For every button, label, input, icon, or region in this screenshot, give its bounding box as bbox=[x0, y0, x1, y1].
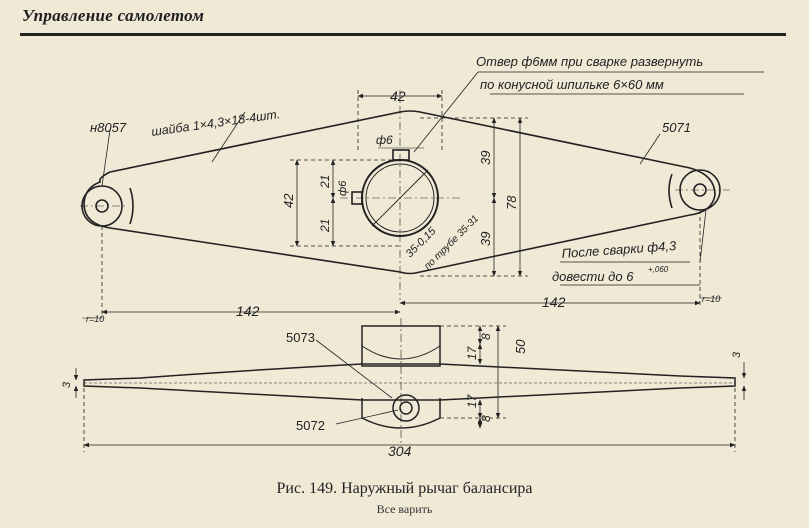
bottom-hole-outer bbox=[392, 394, 420, 422]
label-washer: шайба 1×4,3×18-4шт. bbox=[150, 107, 280, 139]
label-weld-note-1: После сварки ф4,3 bbox=[561, 238, 677, 261]
label-weld-tol: +,060 bbox=[648, 265, 669, 274]
dim-3-left: 3 bbox=[61, 381, 73, 388]
dim-phi6-left: ф6 bbox=[337, 180, 349, 196]
section-header: Управление самолетом bbox=[22, 6, 205, 25]
label-part-5071: 5071 bbox=[662, 120, 691, 135]
dim-39-lower: 39 bbox=[478, 232, 493, 246]
side-plate bbox=[83, 363, 736, 401]
dim-17-top: 17 bbox=[465, 345, 479, 360]
label-part-h8057: н8057 bbox=[90, 120, 127, 135]
drawing-labels: н8057 шайба 1×4,3×18-4шт. 5071 Отвер ф6м… bbox=[61, 54, 743, 459]
dim-r10-right: r=10 bbox=[702, 294, 720, 304]
dim-50: 50 bbox=[513, 339, 528, 354]
central-tube-inner bbox=[365, 163, 435, 233]
dim-3-right: 3 bbox=[731, 351, 743, 358]
lever-top-view bbox=[80, 90, 730, 300]
right-weld-arc bbox=[668, 173, 673, 209]
tube-boss-bottom bbox=[361, 398, 441, 429]
lever-side-view bbox=[83, 318, 736, 446]
dim-39-upper: 39 bbox=[478, 151, 493, 165]
dim-78: 78 bbox=[504, 195, 519, 210]
top-view-dimensions bbox=[82, 71, 764, 319]
dim-142-right: 142 bbox=[542, 294, 566, 310]
label-hole-note-1: Отвер ф6мм при сварке развернуть bbox=[476, 54, 703, 69]
dim-17-bottom: 17 bbox=[465, 393, 479, 408]
side-view-dimensions bbox=[73, 325, 747, 452]
header-rule bbox=[20, 33, 786, 36]
dim-304: 304 bbox=[388, 443, 412, 459]
dim-21-lower: 21 bbox=[318, 219, 332, 233]
label-part-5072: 5072 bbox=[296, 418, 325, 433]
dim-42-top: 42 bbox=[390, 88, 406, 104]
figure-note: Все варить bbox=[376, 502, 433, 516]
bottom-hole-inner bbox=[399, 401, 413, 415]
dim-21-upper: 21 bbox=[318, 175, 332, 189]
dim-phi6-top: ф6 bbox=[376, 133, 393, 147]
dim-8-top: 8 bbox=[479, 333, 493, 340]
pin-boss-top bbox=[392, 149, 410, 161]
dim-8-bottom: 8 bbox=[479, 415, 493, 422]
label-hole-note-2: по конусной шпильке 6×60 мм bbox=[480, 77, 664, 92]
figure-caption: Рис. 149. Наружный рычаг балансира bbox=[276, 480, 533, 497]
dim-142-left: 142 bbox=[236, 303, 260, 319]
label-part-5073: 5073 bbox=[286, 330, 315, 345]
dim-42-left: 42 bbox=[281, 193, 296, 208]
dim-r10-left: r=10 bbox=[86, 314, 104, 324]
label-weld-note-2: довести до 6 bbox=[552, 269, 634, 284]
left-weld-arc bbox=[129, 187, 134, 225]
